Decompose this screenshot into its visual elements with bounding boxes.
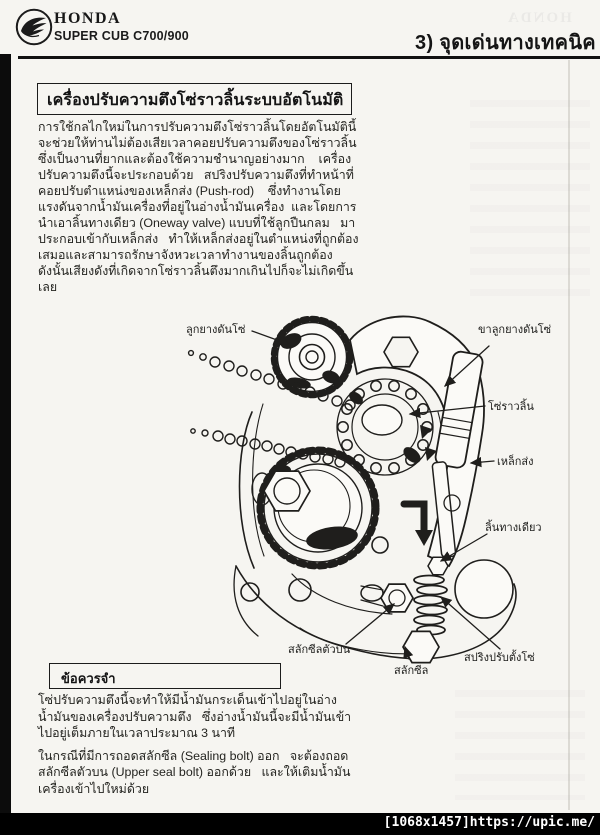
paragraph-line: นำเอาลิ้นทางเดียว (Oneway valve) แบบที่ใ… [38,216,356,230]
timing-chain [187,349,356,468]
note-line: ในกรณีที่มีการถอดสลักซีล (Sealing bolt) … [38,748,349,763]
show-through-block [470,100,590,310]
show-through-text: HONDA [506,10,572,26]
scan-bottom-bar [0,813,600,835]
model-text: SUPER CUB C700/900 [54,29,189,43]
label-push-rod: เหล็กส่ง [497,456,534,468]
header-rule [18,56,600,59]
label-tensioner-roller: ลูกยางดันโซ่ [186,324,246,336]
note-line: เครื่องเข้าไปใหม่ด้วย [38,781,150,796]
note-line: สลักซีลตัวบน (Upper seal bolt) ออกด้วย แ… [38,765,351,779]
tensioner-roller-sprocket [270,315,354,399]
leader-arrows [251,330,501,660]
note-line: โซ่ปรับความตึงนี้จะทำให้มีน้ำมันกระเด็นเ… [38,693,337,707]
show-through-block [455,690,585,800]
paragraph-line: จะช่วยให้ท่านไม่ต้องเสียเวลาคอยปรับความต… [38,136,357,150]
body-paragraph: การใช้กลไกใหม่ในการปรับความตึงโซ่ราวลิ้น… [38,118,359,294]
paragraph-line: ดังนั้นเสียงดังที่เกิดจากโซ่ราวลิ้นตึงมา… [38,264,354,278]
label-roller-arm: ขาลูกยางดันโซ่ [478,324,552,336]
article-title: เครื่องปรับความตึงโซ่ราวลิ้นระบบอัตโนมัต… [47,92,344,109]
label-cam-chain: โซ่ราวลิ้น [488,401,534,413]
brand-text: HONDA [54,10,122,27]
note-paragraph: โซ่ปรับความตึงนี้จะทำให้มีน้ำมันกระเด็นเ… [38,691,358,796]
section-heading: 3) จุดเด่นทางเทคนิค [415,32,596,54]
page-edge-show-through [568,60,570,810]
engine-diagram-illustration [187,315,517,664]
cam-sprocket-chain-ring [336,378,434,476]
paragraph-line: แรงดันจากน้ำมันเครื่องที่อยู่ในอ่างน้ำมั… [38,200,357,214]
note-line: ไปอยู่เต็มภายในเวลาประมาณ 3 นาที [38,726,236,740]
tensioner-spring-assembly [360,556,514,664]
label-tension-spring: สปริงปรับตั้งโซ่ [464,652,535,664]
paragraph-line: เสมอและสามารถรักษาจังหวะเวลาทำงานของลิ้น… [38,248,333,262]
article-title-box: เครื่องปรับความตึงโซ่ราวลิ้นระบบอัตโนมัต… [37,83,352,115]
paragraph-line: การใช้กลไกใหม่ในการปรับความตึงโซ่ราวลิ้น… [38,120,357,134]
note-heading: ข้อควรจำ [61,671,116,686]
paragraph-line: ซึ่งเป็นงานที่ยากและต้องใช้ความชำนาญอย่า… [38,152,352,166]
label-seal-bolt: สลักซีล [394,665,429,677]
paragraph-line: ประกอบเข้ากับเหล็กส่ง ทำให้เหล็กส่งอยู่ใ… [38,232,359,246]
crank-sprocket [251,446,380,570]
label-upper-seal-bolt: สลักซีลตัวบน [288,644,351,656]
oil-flow-arrow [400,425,437,546]
note-line: น้ำมันของเครื่องปรับความตึง ซึ่งอ่างน้ำม… [38,709,352,724]
paragraph-line: ปรับความตึงนี้จะประกอบด้วย สปริงปรับความ… [38,168,354,182]
note-heading-box: ข้อควรจำ [49,663,281,689]
paragraph-line: คอยปรับตำแหน่งของเหล็กส่ง (Push-rod) ซึ่… [38,184,341,198]
paragraph-line: เลย [38,280,58,294]
watermark-text: [1068x1457]https://upic.me/ [383,815,595,830]
scan-edge-strip [0,54,11,835]
honda-wing-icon [15,8,53,46]
label-oneway-valve: ลิ้นทางเดียว [485,522,542,534]
